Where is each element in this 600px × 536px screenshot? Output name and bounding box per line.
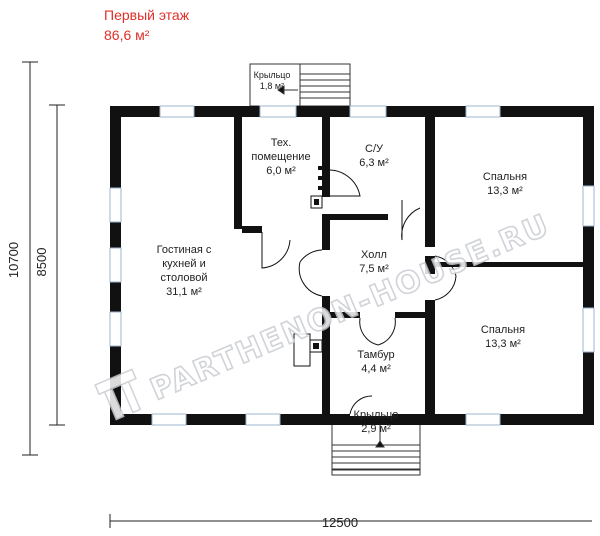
bathroom-area: 6,3 м² [359, 157, 389, 169]
living-line1: Гостиная с [157, 244, 212, 256]
living-line2: кухней и [162, 258, 205, 270]
living-area: 31,1 м² [166, 286, 202, 298]
watermark-text: PARTHENON-HOUSE.RU [145, 207, 555, 407]
porch-bottom-area: 2,9 м² [361, 423, 391, 435]
dimension-house-width [109, 514, 592, 528]
doors [261, 169, 457, 416]
bottom-porch [331, 419, 421, 476]
vestibule-name: Тамбур [357, 349, 394, 361]
vestibule-area: 4,4 м² [361, 363, 391, 375]
dimension-total-height-label: 10700 [6, 242, 21, 278]
tech-room-area: 6,0 м² [266, 165, 296, 177]
dimension-total-height [22, 61, 38, 456]
fixtures [293, 166, 323, 367]
bedroom-2-area: 13,3 м² [485, 338, 521, 350]
bedroom-2-name: Спальня [481, 324, 525, 336]
porch-top-area: 1,8 м² [260, 81, 284, 91]
hall-area: 7,5 м² [359, 263, 389, 275]
porch-bottom-name: Крыльцо [354, 409, 399, 421]
tech-room-line1: Тех. [271, 137, 292, 149]
interior-walls [234, 117, 583, 414]
porch-top-name: Крыльцо [254, 70, 291, 80]
hall-name: Холл [361, 249, 387, 261]
bedroom-1-name: Спальня [483, 171, 527, 183]
tech-room-line2: помещение [251, 151, 310, 163]
dimension-house-width-label: 12500 [322, 515, 358, 530]
dimension-house-height-label: 8500 [34, 248, 49, 277]
bedroom-1-area: 13,3 м² [487, 185, 523, 197]
windows [109, 105, 595, 426]
dimension-house-height [49, 104, 65, 426]
floor-title: Первый этаж [104, 7, 190, 23]
living-line3: столовой [161, 272, 208, 284]
floor-area: 86,6 м² [104, 27, 150, 43]
bathroom-name: С/У [365, 143, 384, 155]
